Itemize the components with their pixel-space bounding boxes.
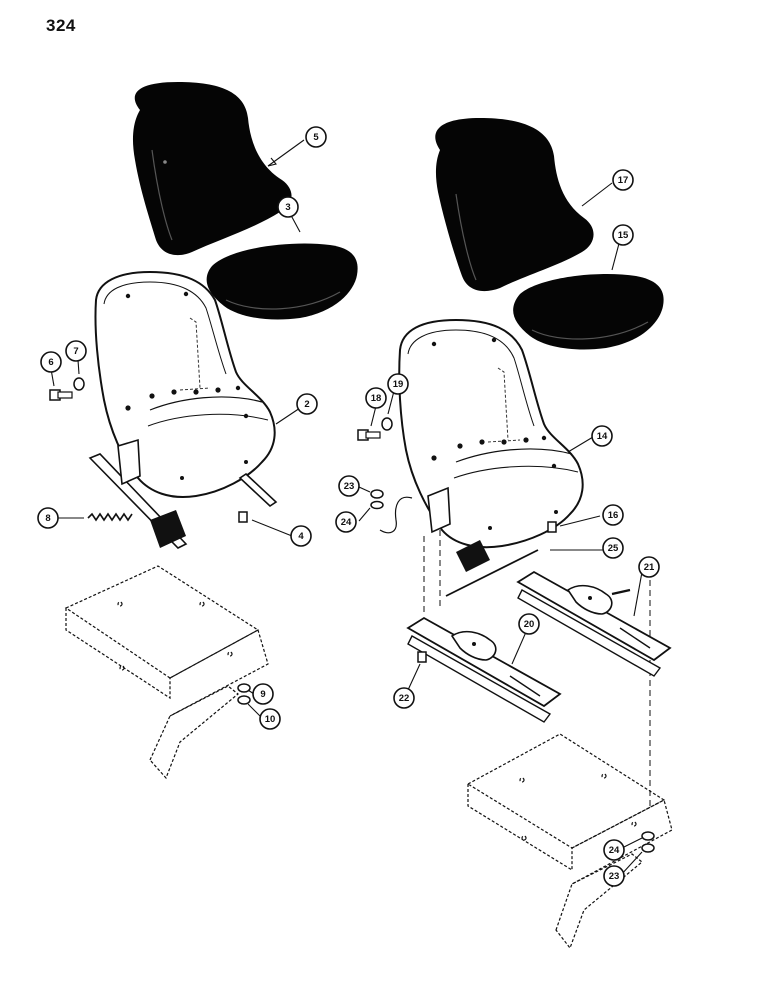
callout-label: 19 [393,379,404,390]
callout-24: 24 [603,839,625,861]
callout-label: 25 [608,543,619,554]
callout-circle [338,475,360,497]
washer-19 [381,417,393,431]
washer-7 [73,377,85,391]
callout-label: 4 [298,531,304,542]
callout-20: 20 [518,613,540,635]
callout-circle [40,351,62,373]
callout-circle [305,126,327,148]
callout-label: 5 [313,132,319,143]
seat-cushion-left [206,243,358,320]
mounting-bracket-right [466,733,673,950]
callout-label: 24 [609,845,620,856]
bolt-18 [357,429,381,441]
callout-label: 8 [45,513,50,524]
callout-21: 21 [638,556,660,578]
callout-label: 23 [609,871,620,882]
seat-cushion-right [513,274,664,350]
callout-label: 21 [644,562,655,573]
spring [87,512,133,522]
callouts: 5 3 17 15 6 7 2 18 19 14 23 24 8 4 16 25 21 20 22 9 10 24 23 [37,126,660,887]
callout-circle [277,196,299,218]
bolt-22 [417,651,427,663]
callout-label: 6 [48,357,53,368]
callout-circle [393,687,415,709]
callout-label: 18 [371,393,382,404]
callout-24: 24 [335,511,357,533]
callout-23: 23 [603,865,625,887]
callout-3: 3 [277,196,299,218]
callout-label: 16 [608,510,619,521]
seat-shell-left [94,270,276,498]
callout-23: 23 [338,475,360,497]
callout-22: 22 [393,687,415,709]
callout-19: 19 [387,373,409,395]
callout-circle [335,511,357,533]
bolt-6 [49,389,73,401]
callout-18: 18 [365,387,387,409]
callout-5: 5 [305,126,327,148]
callout-16: 16 [602,504,624,526]
callout-label: 24 [341,517,352,528]
callout-14: 14 [591,425,613,447]
mounting-bracket-left [64,565,269,780]
nut-4 [238,511,248,523]
back-cushion-left [132,82,292,256]
callout-label: 17 [618,175,629,186]
callout-2: 2 [296,393,318,415]
callout-label: 20 [524,619,535,630]
callout-6: 6 [40,351,62,373]
callout-circle [518,613,540,635]
callout-circle [290,525,312,547]
nut-23-lower [641,843,655,853]
nut-16 [547,521,557,533]
callout-label: 7 [73,346,78,357]
callout-4: 4 [290,525,312,547]
callout-circle [612,169,634,191]
back-cushion-right [435,118,594,292]
callout-circle [365,387,387,409]
callout-circle [591,425,613,447]
callout-label: 10 [265,714,276,725]
callout-circle [602,504,624,526]
washer-10 [237,695,251,705]
callout-circle [37,507,59,529]
callout-label: 3 [285,202,290,213]
callout-25: 25 [602,537,624,559]
callout-label: 22 [399,693,410,704]
callout-circle [259,708,281,730]
nut-23-upper [370,489,384,499]
callout-circle [638,556,660,578]
slide-rail-20 [406,616,562,723]
callout-10: 10 [259,708,281,730]
callout-circle [602,537,624,559]
slide-rail-21 [516,570,672,677]
callout-17: 17 [612,169,634,191]
callout-label: 23 [344,481,355,492]
callout-15: 15 [612,224,634,246]
rod-25 [445,549,539,597]
callout-circle [387,373,409,395]
callout-7: 7 [65,340,87,362]
callout-9: 9 [252,683,274,705]
callout-circle [612,224,634,246]
callout-circle [252,683,274,705]
callout-circle [603,839,625,861]
callout-label: 2 [304,399,309,410]
washer-24-upper [370,500,384,510]
washer-24-lower [641,831,655,841]
callout-8: 8 [37,507,59,529]
callout-circle [296,393,318,415]
callout-label: 15 [618,230,629,241]
page-number: 324 [46,16,76,35]
callout-label: 14 [597,431,608,442]
callout-circle [65,340,87,362]
nut-9 [237,683,251,693]
callout-circle [603,865,625,887]
callout-label: 9 [260,689,265,700]
